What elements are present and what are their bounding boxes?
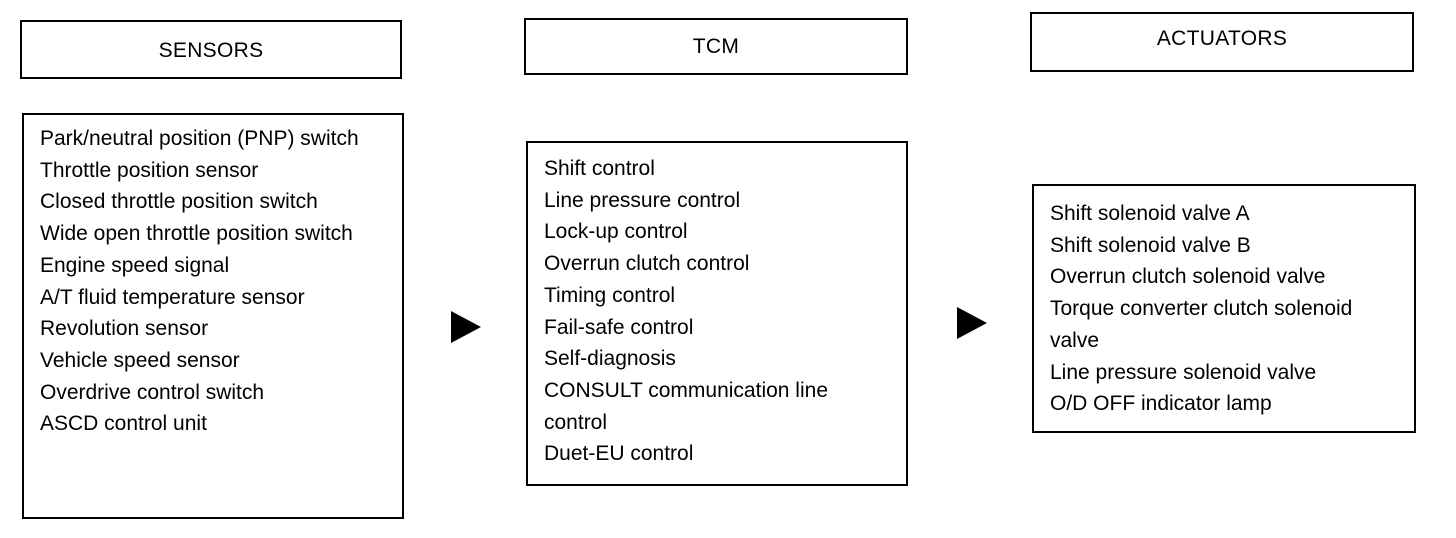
arrow-right-icon bbox=[957, 307, 987, 339]
actuators-header: ACTUATORS bbox=[1030, 12, 1414, 72]
actuator-item: O/D OFF indicator lamp bbox=[1050, 392, 1272, 416]
sensors-list: Park/neutral position (PNP) switch Throt… bbox=[40, 123, 388, 440]
sensor-item: Wide open throttle position switch bbox=[40, 222, 353, 246]
tcm-title: TCM bbox=[692, 34, 740, 58]
tcm-item: Lock-up control bbox=[544, 220, 688, 244]
sensors-title: SENSORS bbox=[158, 38, 264, 62]
tcm-item: Shift control bbox=[544, 157, 655, 180]
arrow-right-icon bbox=[451, 311, 481, 343]
tcm-item: Line pressure control bbox=[544, 188, 741, 212]
actuators-list-box: Shift solenoid valve A Shift solenoid va… bbox=[1032, 184, 1416, 433]
sensor-item: Revolution sensor bbox=[40, 317, 209, 341]
sensor-item: ASCD control unit bbox=[40, 412, 207, 436]
sensors-list-box: Park/neutral position (PNP) switch Throt… bbox=[22, 113, 404, 519]
actuator-item: Torque converter clutch solenoid valve bbox=[1050, 297, 1353, 352]
sensor-item: Vehicle speed sensor bbox=[40, 348, 240, 372]
tcm-item: Timing control bbox=[544, 283, 676, 307]
sensor-item: Park/neutral position (PNP) switch bbox=[40, 127, 359, 150]
tcm-item: Overrun clutch control bbox=[544, 252, 750, 276]
tcm-item: Self-diagnosis bbox=[544, 347, 676, 371]
sensors-header: SENSORS bbox=[20, 20, 402, 79]
actuators-list: Shift solenoid valve A Shift solenoid va… bbox=[1050, 198, 1400, 420]
actuators-title: ACTUATORS bbox=[1156, 27, 1288, 50]
sensor-item: Closed throttle position switch bbox=[40, 190, 318, 214]
sensor-item: Engine speed signal bbox=[40, 253, 230, 277]
tcm-item: Duet-EU control bbox=[544, 442, 694, 466]
tcm-header: TCM bbox=[524, 18, 908, 75]
sensor-item: Overdrive control switch bbox=[40, 380, 265, 404]
sensor-item: Throttle position sensor bbox=[40, 158, 259, 182]
actuator-item: Line pressure solenoid valve bbox=[1050, 360, 1317, 384]
tcm-item: Fail-safe control bbox=[544, 315, 694, 339]
tcm-list-box: Shift control Line pressure control Lock… bbox=[526, 141, 908, 486]
actuator-item: Overrun clutch solenoid valve bbox=[1050, 265, 1326, 289]
tcm-list: Shift control Line pressure control Lock… bbox=[544, 153, 892, 470]
tcm-item: CONSULT communication line control bbox=[544, 378, 828, 434]
actuator-item: Shift solenoid valve A bbox=[1050, 202, 1250, 225]
actuator-item: Shift solenoid valve B bbox=[1050, 233, 1251, 257]
sensor-item: A/T fluid temperature sensor bbox=[40, 285, 305, 309]
